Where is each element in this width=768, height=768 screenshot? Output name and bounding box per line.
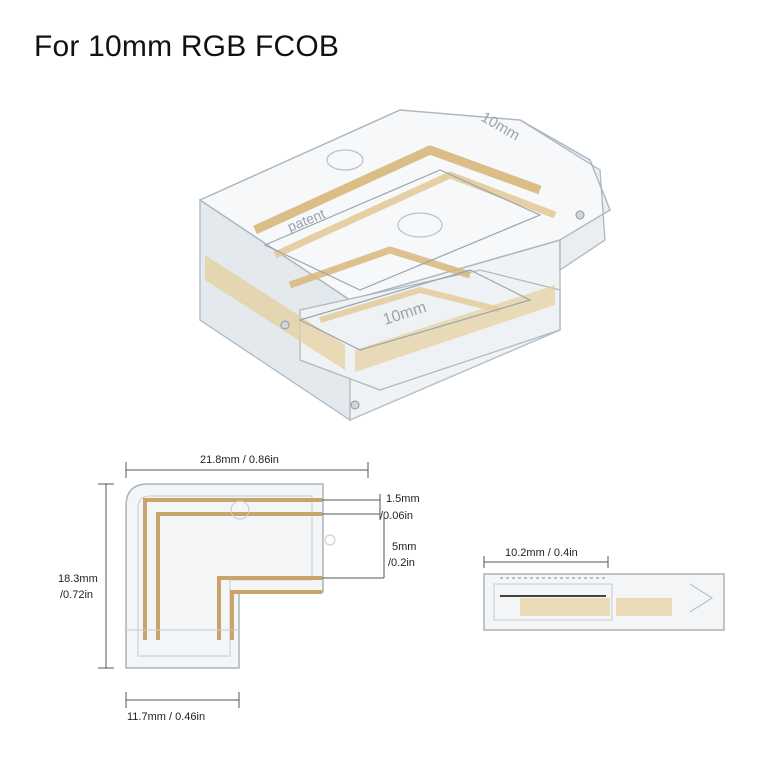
top-view-drawing: 21.8mm / 0.86in 1.5mm /0.06in 5mm /0.2in… bbox=[58, 454, 420, 723]
dim-pitch-in: /0.06in bbox=[380, 510, 413, 522]
dim-height-in: /0.72in bbox=[60, 589, 93, 601]
page-title: For 10mm RGB FCOB bbox=[34, 30, 340, 63]
dim-pitch-mm: 1.5mm bbox=[386, 493, 420, 505]
dim-width-total: 21.8mm / 0.86in bbox=[200, 454, 279, 466]
dim-height-mm: 18.3mm bbox=[58, 573, 98, 585]
dim-gap-in: /0.2in bbox=[388, 557, 415, 569]
dim-width-inner: 11.7mm / 0.46in bbox=[127, 711, 205, 723]
dim-gap-mm: 5mm bbox=[392, 541, 416, 553]
connector-3d-view: patent 10mm 10mm bbox=[198, 109, 611, 422]
dim-side-width: 10.2mm / 0.4in bbox=[505, 547, 578, 559]
side-view-drawing: 10.2mm / 0.4in bbox=[483, 547, 725, 631]
